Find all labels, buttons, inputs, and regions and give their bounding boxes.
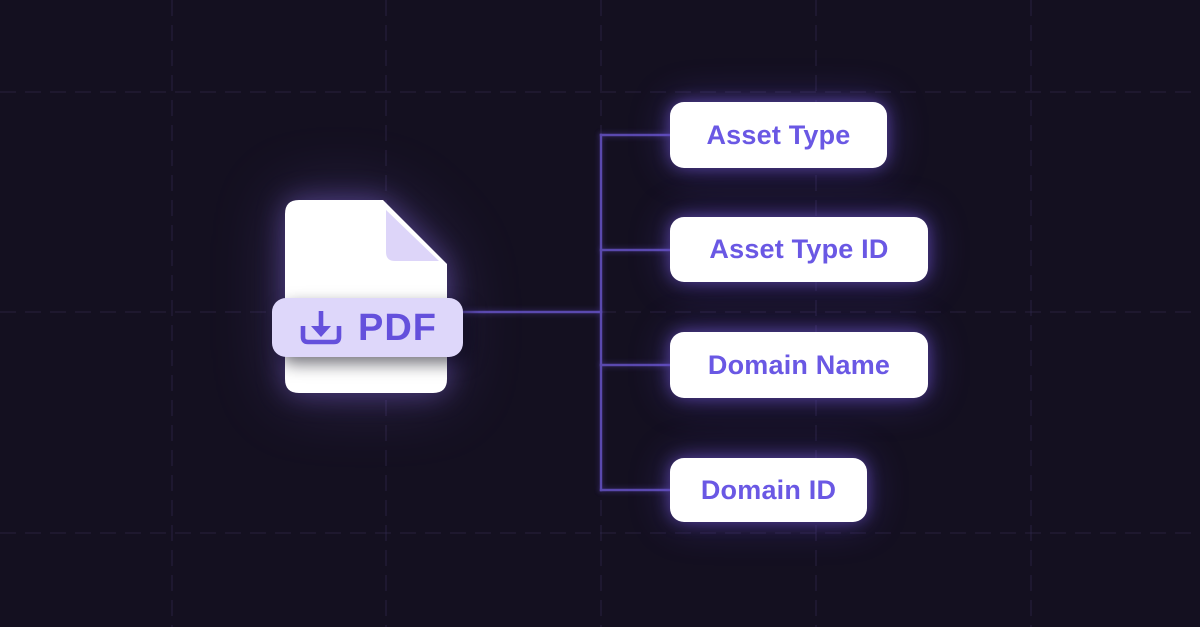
node-label: Domain ID [700, 474, 837, 505]
document-sheet [285, 200, 447, 393]
node-domain-id: Domain ID [670, 458, 867, 522]
node-domain-name: Domain Name [670, 332, 928, 398]
node-label: Asset Type ID [709, 234, 889, 264]
node-asset-type-id: Asset Type ID [670, 217, 928, 282]
pdf-banner: PDF [272, 298, 463, 357]
node-label: Domain Name [707, 349, 891, 380]
document-fold-corner [386, 210, 439, 261]
node-asset-type: Asset Type [670, 102, 887, 168]
pdf-label: PDF [358, 306, 437, 349]
download-icon [300, 310, 342, 344]
node-label: Asset Type [706, 119, 851, 150]
